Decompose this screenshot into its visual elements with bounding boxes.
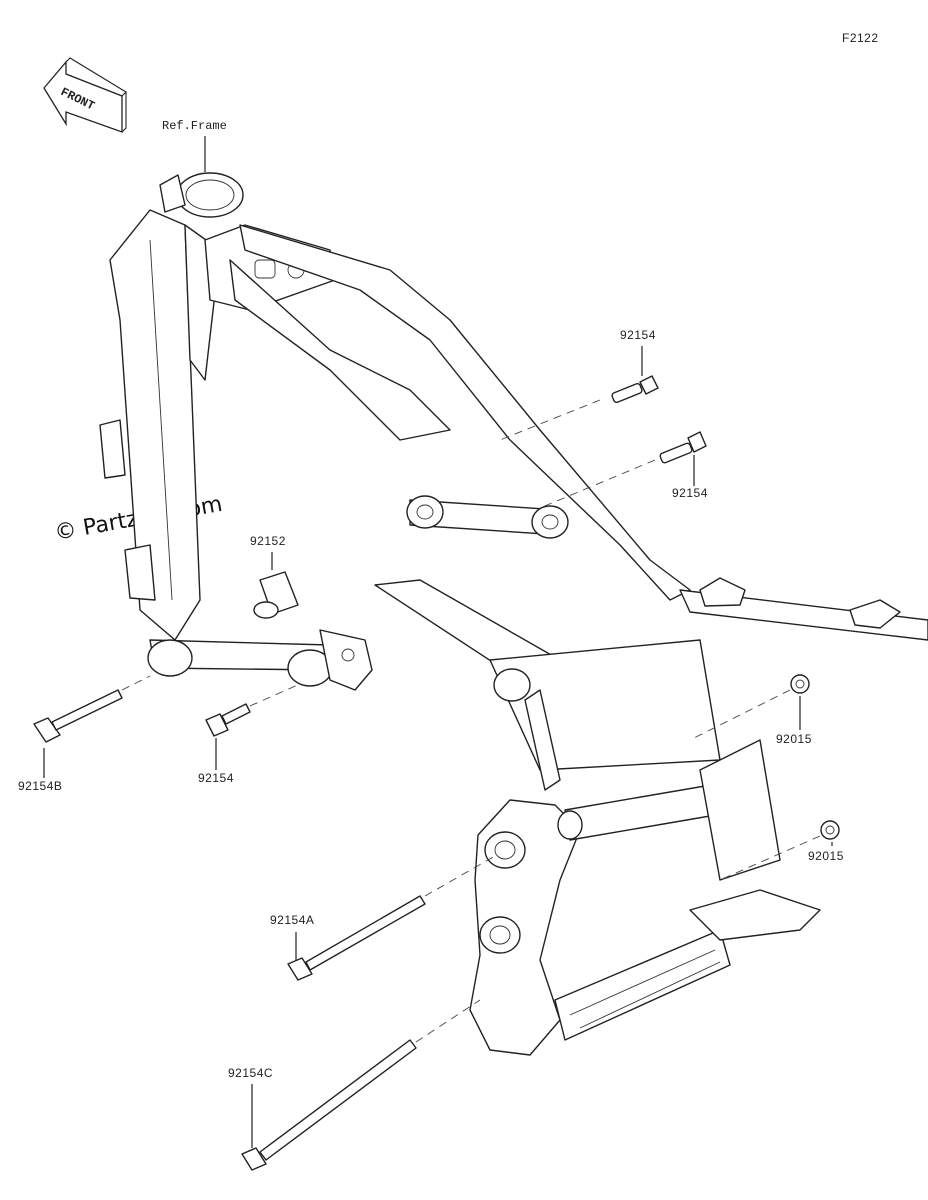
part-92015-upper[interactable]: 92015	[689, 674, 812, 746]
part-92154C[interactable]: 92154C	[228, 999, 481, 1171]
part-number: 92154C	[228, 1066, 273, 1080]
part-92154-top[interactable]: 92154	[499, 328, 659, 441]
part-number: 92154	[620, 328, 656, 342]
flange-bolt-icon	[659, 431, 707, 464]
long-bolt-icon	[33, 689, 123, 743]
part-92154B[interactable]: 92154B	[18, 675, 151, 793]
part-number: 92154	[672, 486, 708, 500]
motorcycle-frame	[99, 172, 928, 1056]
long-bolt-icon	[287, 895, 426, 981]
collar-icon	[253, 571, 299, 619]
part-92152[interactable]: 92152	[250, 534, 299, 619]
diagram-code: F2122	[842, 31, 879, 45]
part-number: 92154B	[18, 779, 62, 793]
part-number: 92154A	[270, 913, 314, 927]
part-number: 92015	[808, 849, 844, 863]
flange-bolt-icon	[611, 375, 659, 404]
part-92154A[interactable]: 92154A	[270, 855, 496, 981]
part-92154-lower[interactable]: 92154	[198, 683, 301, 785]
flange-bolt-icon	[205, 703, 251, 737]
part-number: 92154	[198, 771, 234, 785]
long-bolt-icon	[241, 1039, 417, 1171]
part-number: 92152	[250, 534, 286, 548]
part-number: 92015	[776, 732, 812, 746]
front-arrow-icon: FRONT	[43, 57, 127, 133]
ref-frame-label: Ref.Frame	[162, 119, 227, 133]
nut-icon	[820, 820, 840, 840]
part-92015-lower[interactable]: 92015	[719, 820, 844, 881]
part-92154-second[interactable]: 92154	[539, 431, 708, 509]
nut-icon	[790, 674, 810, 694]
